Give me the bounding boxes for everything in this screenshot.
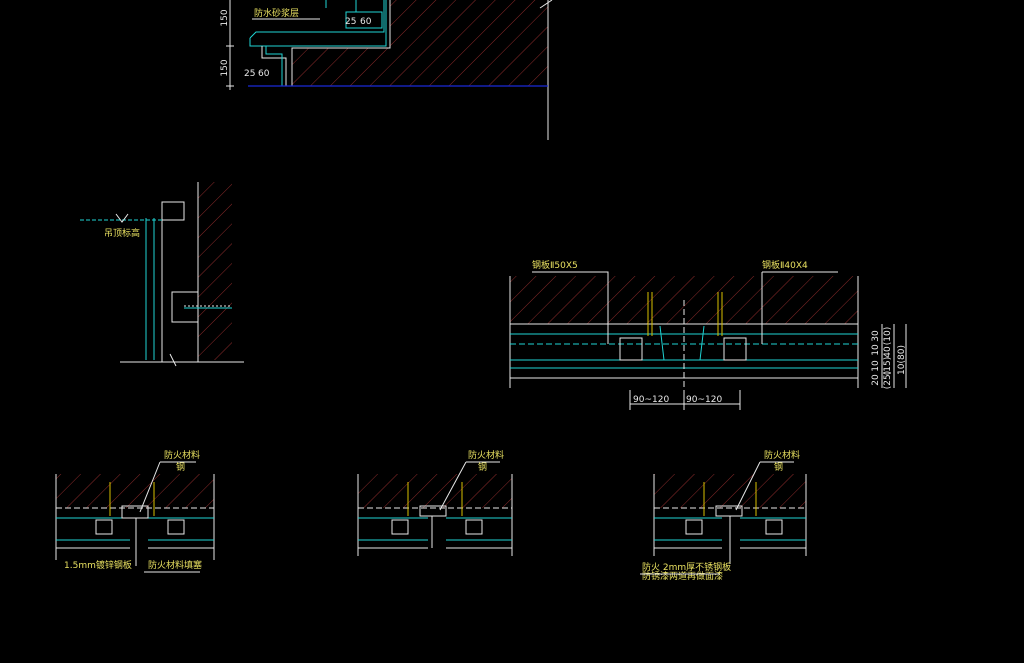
small-detail-2: 防火材料 钢 [357,449,513,556]
joint-dim-left: 90~120 [633,395,669,405]
sd3-left-label-2: 防锈漆两道再做面漆 [642,570,723,582]
stair-dim-6: 25 [244,69,255,79]
stair-concrete-hatch [292,0,548,86]
stair-dim-5: 25 [345,17,356,27]
joint-label-left: 钢板Ⅱ50X5 [532,259,578,271]
small-detail-1: 防火材料 钢 1.5mm镀锌钢板 防火材料填塞 [55,449,215,573]
small-detail-3: 防火材料 钢 防火 2mm厚不锈钢板 防锈漆两道再做面漆 [640,449,807,582]
stair-dim-4: 60 [258,69,270,79]
joint-rdim-9: 10(80) [897,345,907,375]
joint-rdim-6: (25) [883,371,893,389]
stair-dim-1: 150 [220,9,230,26]
sd3-left-label: 防火 2mm厚不锈钢板 [642,561,731,573]
sd1-top-label: 防火材料 [164,449,200,461]
joint-rdim-5: 20 [871,374,881,386]
joint-label-right: 钢板Ⅱ40X4 [762,259,808,271]
sd1-right-label: 防火材料填塞 [148,559,202,571]
stair-label: 防水砂浆层 [254,7,299,19]
joint-dim-right: 90~120 [686,395,722,405]
sd1-sub-label: 钢 [176,461,185,473]
joint-rdim-4: 10 [871,360,881,372]
stair-dim-3: 60 [360,17,372,27]
joint-rdim-1: 30 [871,330,881,342]
sd1-left-label: 1.5mm镀锌钢板 [64,559,132,571]
wall-label: 吊顶标高 [104,227,140,239]
joint-rdim-8: (10) [883,327,893,345]
joint-rdim-3: 40 [883,346,893,358]
stair-detail: 150 150 60 60 25 25 防水砂浆层 [220,0,553,140]
stair-dim-2: 150 [220,59,230,76]
sd2-top-label: 防火材料 [468,449,504,461]
joint-detail: 钢板Ⅱ50X5 钢板Ⅱ40X4 90~120 90~120 30 10 40 1… [509,259,907,410]
sd3-top-label: 防火材料 [764,449,800,461]
joint-rdim-7: (15) [883,357,893,375]
joint-rdim-2: 10 [871,344,881,356]
wall-detail: 吊顶标高 [80,182,244,367]
sd3-sub-label: 钢 [774,461,783,473]
sd2-sub-label: 钢 [478,461,487,473]
